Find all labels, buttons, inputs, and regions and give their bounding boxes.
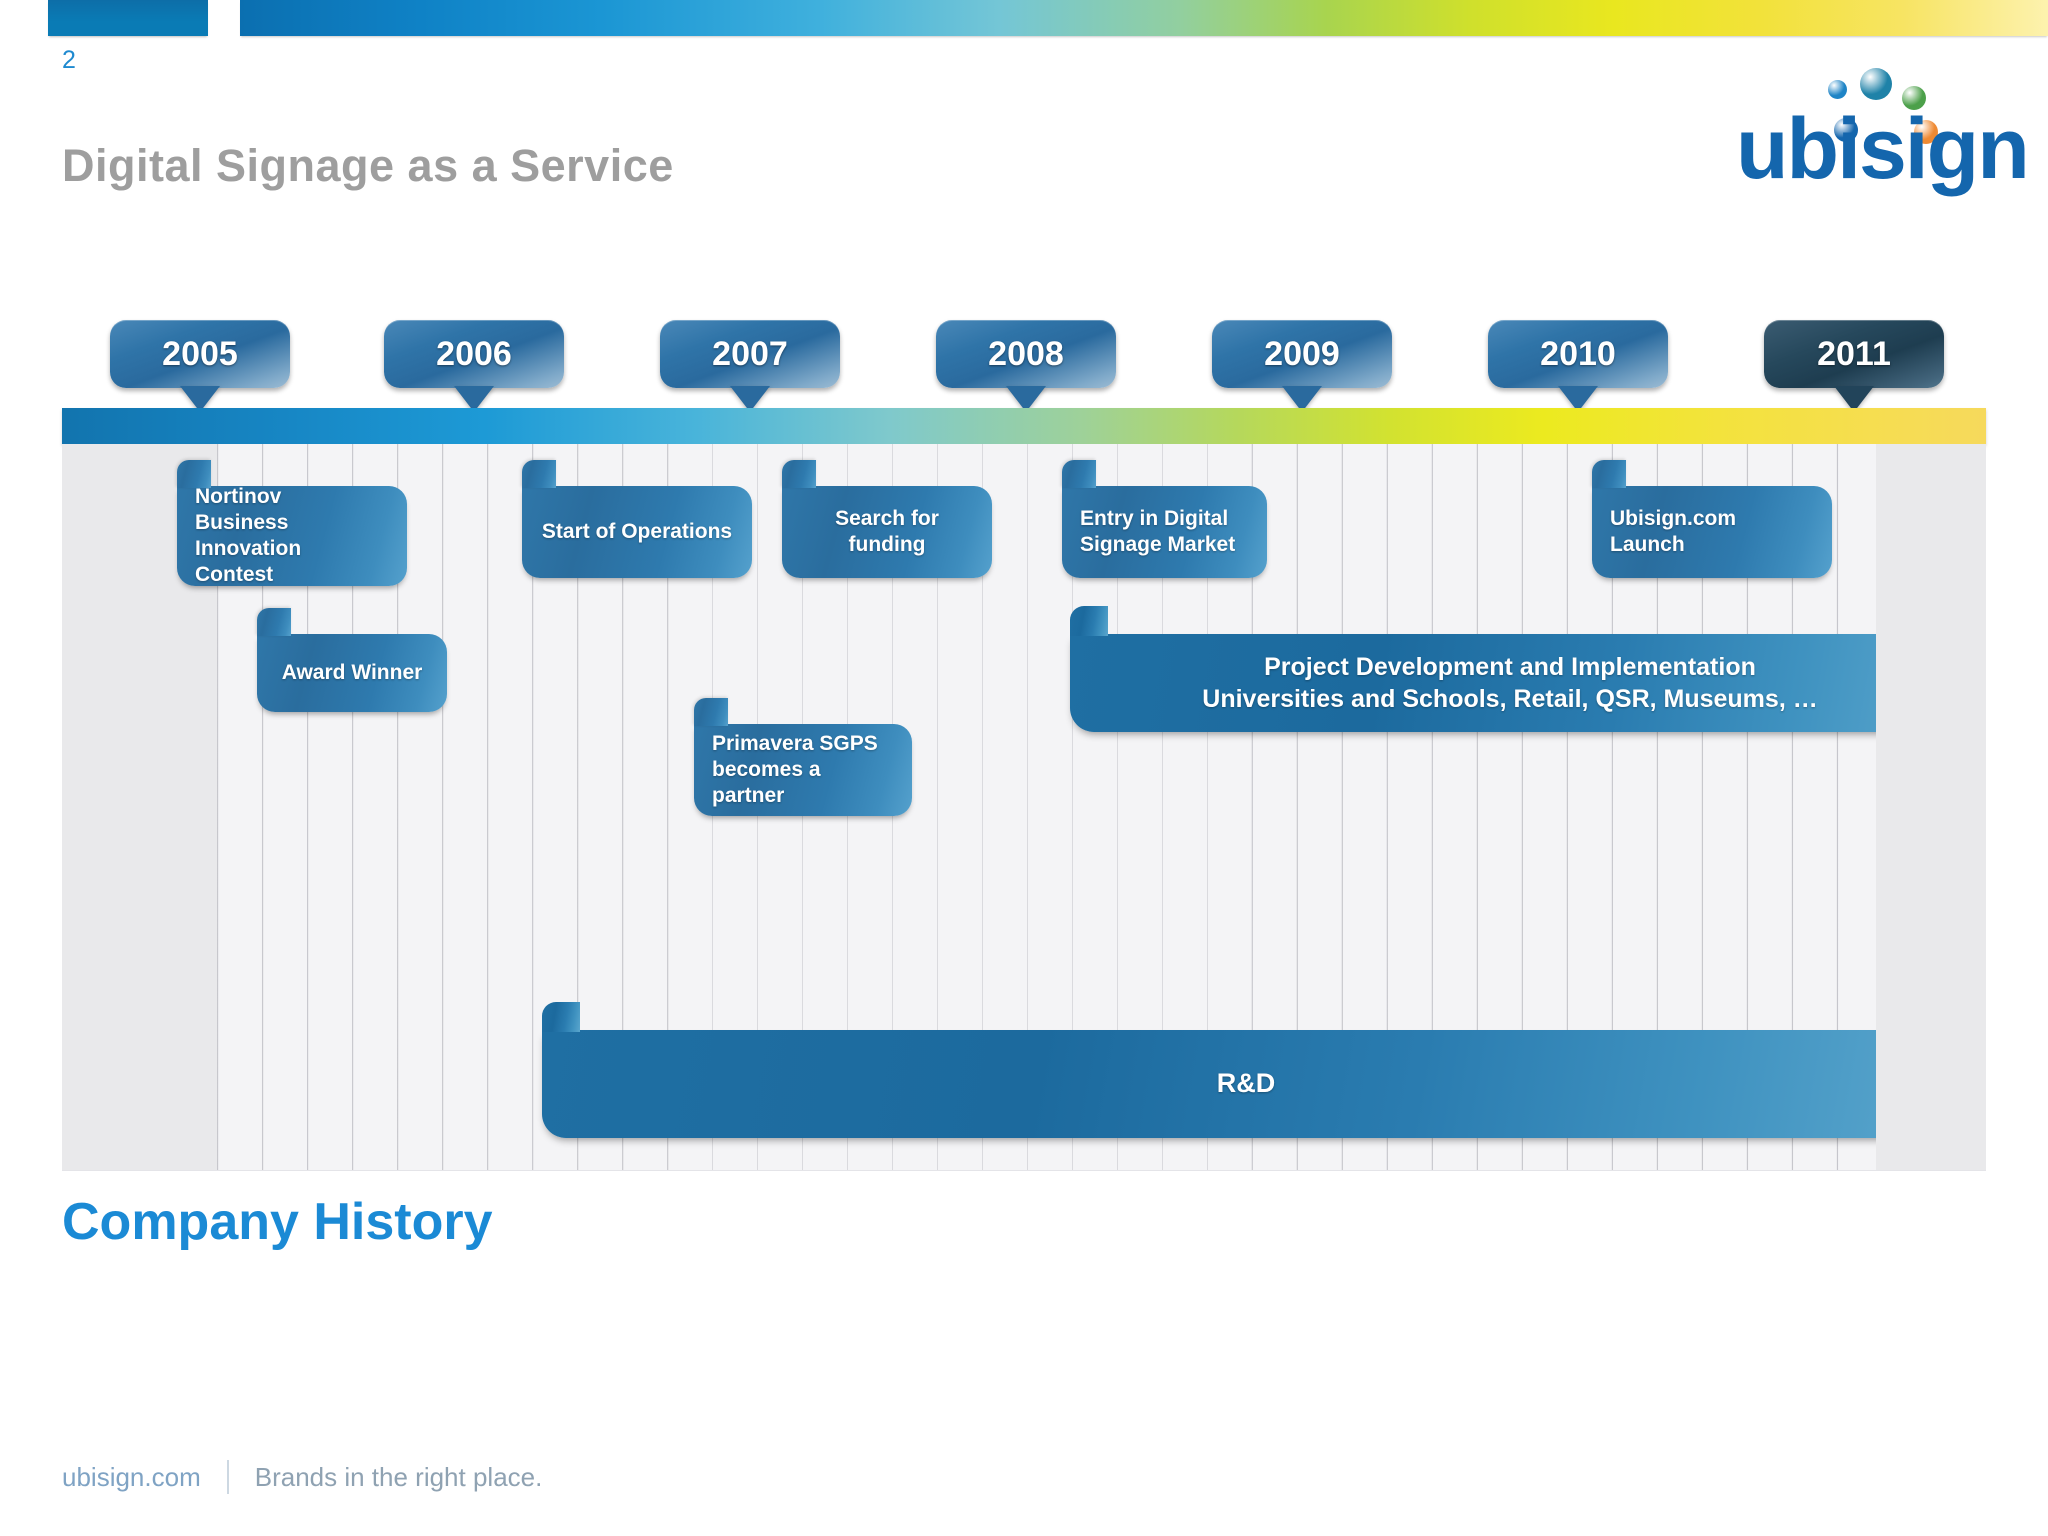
footer-tagline: Brands in the right place. [254,1461,543,1492]
timeline-year-label: 2007 [712,334,788,373]
callout-notch-icon [782,460,816,488]
dot-teal-large [1860,68,1892,100]
dot-green [1902,86,1926,110]
year-pointer-icon [1282,386,1322,412]
timeline-year-label: 2006 [436,334,512,373]
page-number: 2 [62,46,76,74]
timeline-year-2008[interactable]: 2008 [936,320,1116,412]
year-pointer-icon [730,386,770,412]
callout-notch-icon [522,460,556,488]
timeline-gradient-strip [62,408,1986,444]
timeline-event-label: Award Winner [281,660,423,684]
bar-notch-icon [1070,606,1108,636]
timeline-year-2011[interactable]: 2011 [1764,320,1944,412]
year-pointer-icon [180,386,220,412]
timeline-event-label: Start of Operations [541,519,733,543]
dot-blue-small [1828,80,1847,99]
timeline-event-label: Search for funding [835,506,939,556]
page-title: Digital Signage as a Service [62,140,674,191]
timeline-bar-rnd[interactable]: R&D [542,1002,1950,1138]
ubisign-logo: ubisign [1736,68,2030,192]
timeline-event-start-ops[interactable]: Start of Operations [522,460,752,578]
logo-wordmark: ubisign [1736,101,2030,197]
topbar-gradient-strip [240,0,2048,36]
callout-notch-icon [694,698,728,726]
year-pointer-icon [1006,386,1046,412]
callout-notch-icon [257,608,291,636]
timeline-year-label: 2005 [162,334,238,373]
bar-notch-icon [542,1002,580,1032]
callout-notch-icon [177,460,211,488]
callout-notch-icon [1062,460,1096,488]
footer: ubisign.com Brands in the right place. [62,1460,542,1494]
timeline-year-2007[interactable]: 2007 [660,320,840,412]
timeline-year-label: 2010 [1540,334,1616,373]
timeline-year-label: 2011 [1817,334,1891,373]
dot-i-blue [1834,118,1858,142]
timeline-year-2009[interactable]: 2009 [1212,320,1392,412]
timeline-event-funding[interactable]: Search for funding [782,460,992,578]
timeline-event-award[interactable]: Award Winner [257,608,447,712]
top-decorative-bar [0,0,2048,46]
timeline-year-2010[interactable]: 2010 [1488,320,1668,412]
year-pointer-icon [1834,386,1874,412]
footer-site[interactable]: ubisign.com [62,1461,201,1492]
dot-orange [1914,120,1938,144]
year-pointer-icon [1558,386,1598,412]
section-caption: Company History [62,1193,493,1251]
callout-notch-icon [1592,460,1626,488]
timeline-year-label: 2008 [988,334,1064,373]
topbar-accent-block [48,0,208,36]
timeline-year-row: 2005 2006 2007 2008 2009 2010 2011 [80,320,1968,412]
footer-divider [226,1460,229,1494]
timeline-year-2005[interactable]: 2005 [110,320,290,412]
timeline-bar-label: R&D [1216,1068,1276,1099]
year-pointer-icon [454,386,494,412]
timeline-year-label: 2009 [1264,334,1340,373]
timeline-year-2006[interactable]: 2006 [384,320,564,412]
